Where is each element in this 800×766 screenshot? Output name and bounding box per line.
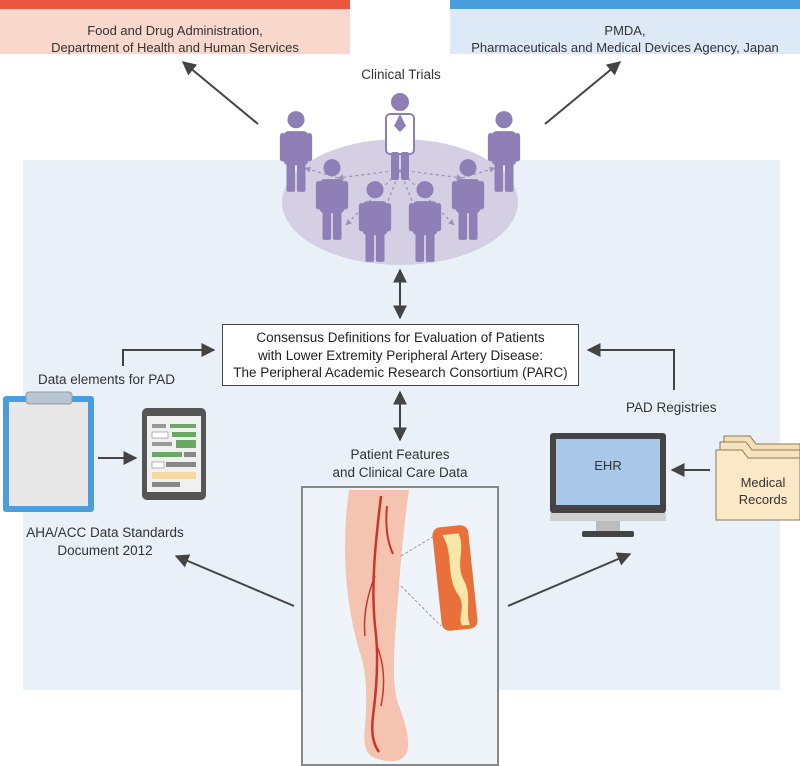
- parc-definition-box: Consensus Definitions for Evaluation of …: [222, 324, 579, 386]
- center-line3: The Peripheral Academic Research Consort…: [233, 365, 568, 380]
- records-line2: Records: [738, 492, 788, 507]
- arrow-patient-aha: [174, 554, 295, 607]
- patient-line1: Patient Features: [350, 447, 450, 462]
- patient-features-label: Patient Features and Clinical Care Data: [330, 446, 470, 481]
- medical-records-label: Medical Records: [726, 474, 800, 508]
- data-elements-label: Data elements for PAD: [38, 372, 176, 387]
- pmda-line1: PMDA,: [604, 23, 646, 38]
- arrow-patient-ehr: [507, 552, 632, 607]
- records-line1: Medical: [740, 475, 786, 490]
- pad-registries-label: PAD Registries: [626, 400, 717, 415]
- center-line2: with Lower Extremity Peripheral Artery D…: [257, 347, 544, 363]
- center-line1: Consensus Definitions for Evaluation of …: [256, 330, 545, 345]
- pmda-box: PMDA, Pharmaceuticals and Medical Device…: [450, 0, 800, 55]
- aha-line1: AHA/ACC Data Standards: [26, 525, 184, 540]
- arrow-registries-center: [586, 343, 675, 390]
- arrow-to-pmda: [544, 61, 622, 125]
- aha-line2: Document 2012: [57, 542, 153, 558]
- patient-line2: and Clinical Care Data: [332, 464, 468, 480]
- tablet-icon: [142, 408, 206, 500]
- fda-box: Food and Drug Administration, Department…: [0, 0, 350, 55]
- ehr-label: EHR: [594, 458, 622, 473]
- fda-line1: Food and Drug Administration,: [87, 23, 263, 38]
- clipboard-icon: [3, 391, 94, 512]
- doctor-icon: [385, 93, 415, 180]
- aha-acc-label: AHA/ACC Data Standards Document 2012: [25, 524, 185, 559]
- pmda-line2: Pharmaceuticals and Medical Devices Agen…: [471, 40, 779, 55]
- arrow-data-elements-center: [122, 343, 216, 366]
- computer-icon: [550, 433, 666, 537]
- clinical-trials-label: Clinical Trials: [361, 67, 441, 82]
- fda-line2: Department of Health and Human Services: [51, 40, 299, 55]
- arrow-to-fda: [181, 61, 259, 125]
- folder-icon: [715, 435, 800, 521]
- leg-illustration: [345, 490, 478, 762]
